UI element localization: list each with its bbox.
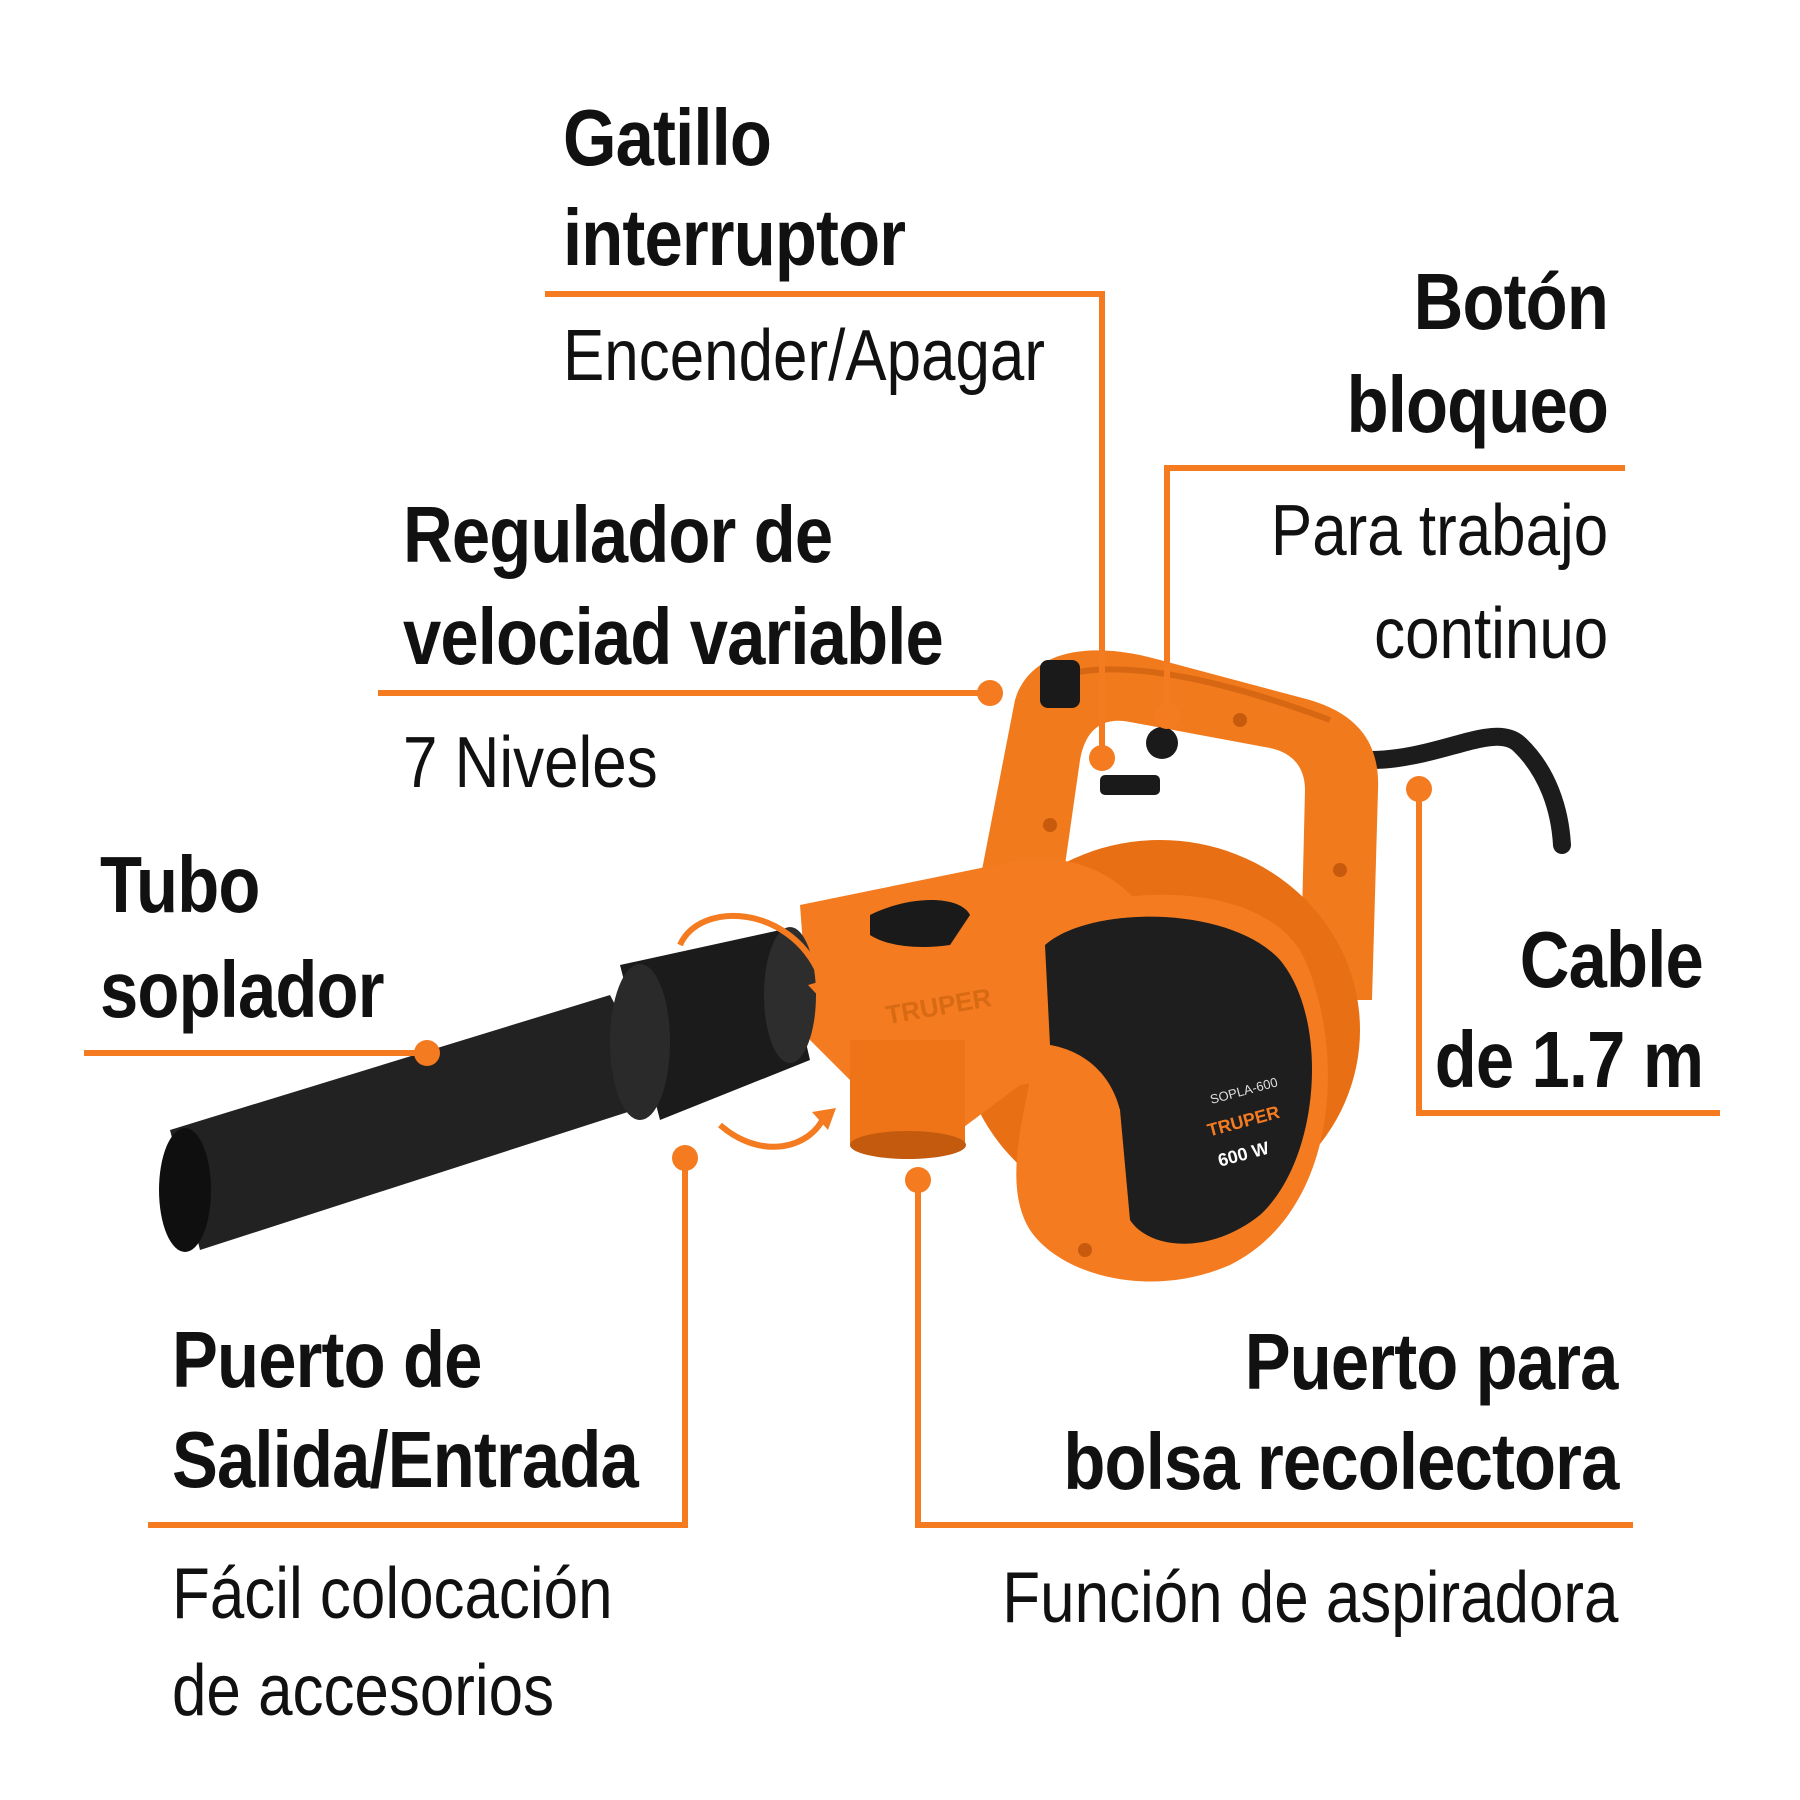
dot-puerto-bolsa bbox=[905, 1167, 931, 1193]
handle bbox=[980, 650, 1379, 1000]
lock-button bbox=[1146, 727, 1178, 759]
tubo-title-2: soplador bbox=[100, 945, 384, 1034]
vent-window bbox=[870, 900, 970, 947]
cable-title-2: de 1.7 m bbox=[1434, 1015, 1704, 1104]
dot-tubo bbox=[414, 1040, 440, 1066]
bag-port bbox=[850, 1040, 965, 1157]
leader-lines bbox=[84, 291, 1720, 1528]
speed-dial bbox=[1040, 660, 1080, 708]
cable-title-1: Cable bbox=[1519, 915, 1704, 1004]
dot-cable bbox=[1406, 776, 1432, 802]
dot-regulador bbox=[977, 680, 1003, 706]
trigger bbox=[1100, 775, 1160, 795]
tubo-title-1: Tubo bbox=[100, 840, 260, 929]
boton-title-1: Botón bbox=[1413, 257, 1609, 346]
salida-desc-2: de accesorios bbox=[172, 1651, 555, 1731]
salida-title-1: Puerto de bbox=[172, 1315, 482, 1404]
boton-desc-2: continuo bbox=[1373, 594, 1608, 674]
dot-puerto-salida bbox=[672, 1145, 698, 1171]
nozzle-tube bbox=[170, 995, 665, 1250]
leader-dots bbox=[414, 680, 1432, 1193]
regulador-desc: 7 Niveles bbox=[403, 723, 658, 803]
gatillo-title-1: Gatillo bbox=[563, 93, 772, 182]
face-plate bbox=[1045, 916, 1313, 1244]
dot-boton bbox=[1154, 703, 1180, 729]
boton-desc-1: Para trabajo bbox=[1270, 491, 1608, 571]
power-cable bbox=[1361, 727, 1571, 854]
rotate-arrow-bottom bbox=[718, 1113, 828, 1150]
dot-gatillo bbox=[1089, 745, 1115, 771]
salida-desc-1: Fácil colocación bbox=[172, 1554, 613, 1634]
regulador-title-1: Regulador de bbox=[403, 490, 833, 579]
rotate-arrow-top bbox=[677, 912, 823, 977]
bolsa-title-2: bolsa recolectora bbox=[1062, 1417, 1619, 1506]
salida-title-2: Salida/Entrada bbox=[172, 1415, 639, 1504]
gatillo-desc: Encender/Apagar bbox=[563, 316, 1045, 396]
bolsa-desc: Función de aspiradora bbox=[1001, 1558, 1618, 1638]
boton-title-2: bloqueo bbox=[1346, 360, 1609, 449]
regulador-title-2: velociad variable bbox=[403, 592, 944, 681]
bolsa-title-1: Puerto para bbox=[1245, 1317, 1619, 1406]
gatillo-title-2: interruptor bbox=[563, 193, 906, 282]
